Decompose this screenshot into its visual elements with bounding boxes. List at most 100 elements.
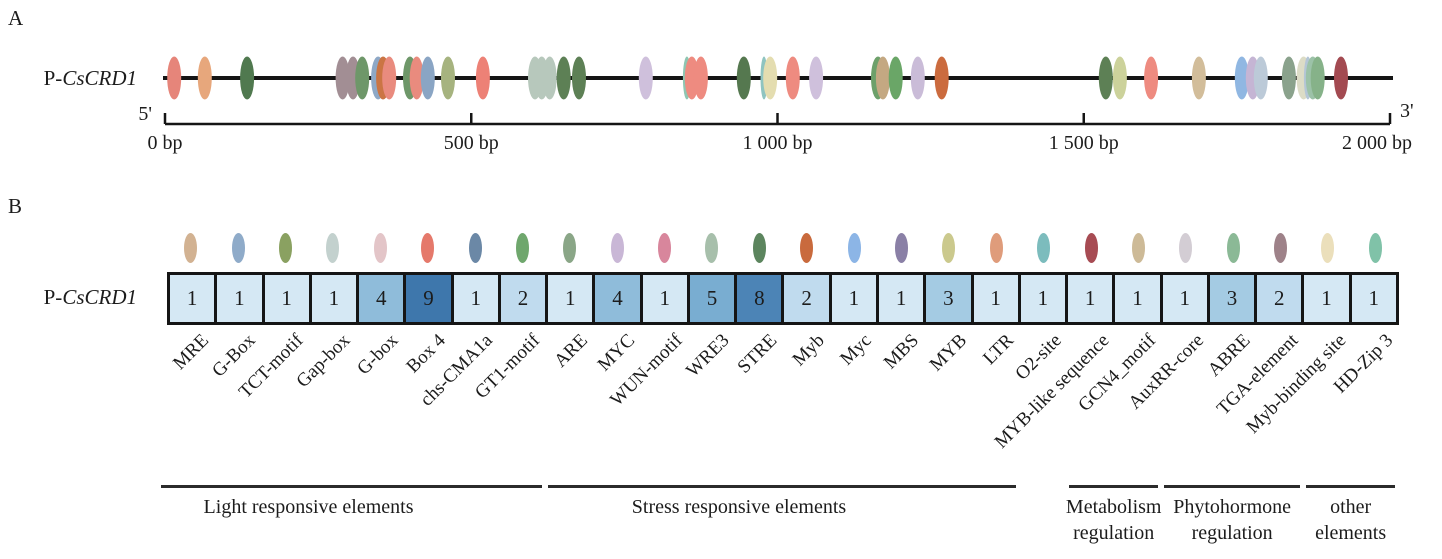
heatmap-cell: 1 — [1115, 275, 1163, 322]
group-label: Stress responsive elements — [632, 494, 846, 520]
group-label: Light responsive elements — [204, 494, 414, 520]
cis-element-ellipse — [736, 56, 751, 100]
group-line — [1306, 485, 1395, 488]
element-color-ellipse — [705, 233, 719, 263]
cis-element-ellipse — [335, 56, 350, 100]
cis-element-ellipse — [785, 56, 800, 100]
element-name-label: LTR — [979, 330, 1019, 369]
heatmap-cell: 1 — [1020, 275, 1069, 322]
element-color-ellipse — [563, 233, 577, 263]
element-count: 1 — [281, 286, 292, 310]
heatmap-cell: 8 — [737, 275, 785, 322]
element-color-ellipse — [658, 233, 672, 263]
heatmap-cell: 4 — [595, 275, 643, 322]
group-line — [548, 485, 1016, 488]
element-name-label: STRE — [733, 330, 782, 378]
element-count: 8 — [754, 286, 765, 310]
element-count: 1 — [990, 286, 1001, 310]
element-count: 1 — [234, 286, 245, 310]
element-count: 1 — [659, 286, 671, 310]
cis-element-ellipse — [556, 56, 571, 100]
cis-element-ellipse — [910, 56, 925, 100]
heatmap-cell: 1 — [1304, 275, 1352, 322]
element-name-label: Myb — [788, 330, 829, 371]
heatmap-cell: 1 — [453, 275, 501, 322]
cis-element-ellipse — [1112, 56, 1127, 100]
element-name-label: WRE3 — [682, 330, 734, 382]
element-count: 1 — [1132, 286, 1143, 310]
element-count: 1 — [1179, 286, 1190, 310]
element-color-ellipse — [894, 233, 908, 263]
five-prime-label: 5' — [138, 103, 152, 125]
element-count: 4 — [375, 286, 387, 310]
element-count: 2 — [801, 286, 812, 310]
group-label-line: elements — [1315, 522, 1387, 544]
heatmap-cell: 2 — [1257, 275, 1305, 322]
element-name-label: Myc — [836, 330, 876, 370]
element-color-ellipse — [1274, 233, 1288, 263]
cis-element-ellipse — [875, 56, 890, 100]
heatmap-cell: 2 — [500, 275, 549, 322]
element-color-ellipse — [989, 233, 1003, 263]
promoter-prefix: P- — [43, 66, 63, 90]
element-count: 1 — [328, 286, 340, 310]
element-color-ellipse — [421, 233, 435, 263]
panel-a-letter: A — [8, 6, 24, 30]
heatmap-cell: 1 — [217, 275, 265, 322]
element-color-ellipse — [326, 233, 340, 263]
heatmap-cell: 3 — [926, 275, 974, 322]
element-color-ellipse — [1179, 233, 1193, 263]
scale-tick-label: 0 bp — [148, 132, 183, 154]
group-line — [1069, 485, 1159, 488]
scale-tick-label: 1 000 bp — [743, 132, 813, 154]
heatmap-cell: 1 — [1068, 275, 1116, 322]
element-color-ellipse — [184, 233, 198, 263]
element-name-label: G-box — [352, 330, 403, 380]
element-color-ellipse — [1131, 233, 1145, 263]
element-color-ellipse — [800, 233, 814, 263]
heatmap-cell: 1 — [311, 275, 360, 322]
element-count: 5 — [706, 286, 718, 310]
heatmap-cell: 1 — [548, 275, 596, 322]
cis-element-ellipse — [167, 56, 182, 100]
element-count: 2 — [1273, 286, 1285, 310]
element-color-ellipse — [847, 233, 861, 263]
group-line — [1164, 485, 1301, 488]
group-line — [161, 485, 543, 488]
heatmap-cell: 1 — [170, 275, 218, 322]
heatmap-cell: 4 — [359, 275, 407, 322]
heatmap-cell: 1 — [973, 275, 1021, 322]
element-color-ellipse — [752, 233, 766, 263]
group-label-line: Light responsive elements — [203, 496, 414, 518]
promoter-gene-name: CsCRD1 — [62, 285, 137, 309]
element-name-label: MRE — [168, 330, 213, 374]
element-count: 9 — [423, 286, 434, 310]
element-color-ellipse — [515, 233, 529, 263]
element-count: 1 — [1368, 286, 1380, 310]
scale-tick-label: 1 500 bp — [1049, 132, 1119, 154]
cis-element-ellipse — [1334, 56, 1348, 100]
cis-element-ellipse — [240, 56, 255, 100]
element-count: 4 — [612, 286, 623, 310]
element-name-label: MBS — [880, 330, 924, 374]
element-count: 1 — [186, 286, 198, 310]
element-color-ellipse — [942, 233, 956, 263]
element-count: 1 — [848, 286, 860, 310]
element-count: 1 — [1321, 286, 1332, 310]
heatmap-cell: 2 — [784, 275, 832, 322]
group-label-line: Phytohormone — [1173, 496, 1292, 518]
cis-element-ellipse — [382, 56, 397, 100]
element-color-ellipse — [373, 233, 387, 263]
three-prime-label: 3' — [1400, 100, 1414, 122]
cis-element-ellipse — [1144, 56, 1159, 100]
element-count: 1 — [470, 286, 481, 310]
element-count: 3 — [1226, 286, 1238, 310]
cis-element-ellipse — [1234, 56, 1249, 100]
heatmap-cell: 1 — [642, 275, 690, 322]
cis-element-ellipse — [888, 56, 903, 100]
